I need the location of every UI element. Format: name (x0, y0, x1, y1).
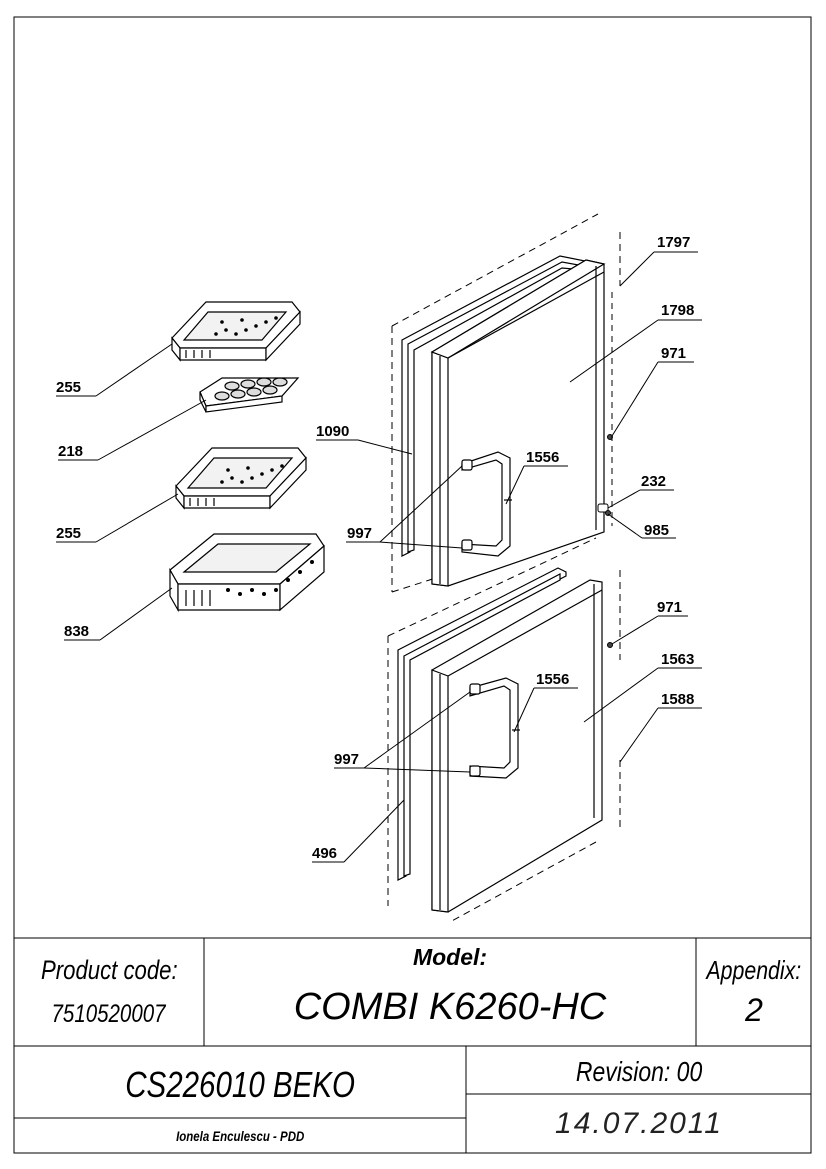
upper-door-hinge-parts (597, 292, 613, 526)
callout-985: 985 (644, 522, 669, 539)
revision: Revision: 00 (575, 1056, 703, 1087)
callout-1090: 1090 (316, 423, 349, 440)
lower-door-hinge-parts (607, 642, 613, 648)
callout-232: 232 (641, 473, 666, 490)
callout-1556-lower: 1556 (536, 671, 569, 688)
model-value: COMBI K6260-HC (293, 985, 607, 1028)
lower-door-handle-1556 (469, 677, 520, 779)
lower-door-outline-dashed (387, 537, 621, 923)
callout-838: 838 (64, 623, 89, 640)
callout-218: 218 (58, 443, 83, 460)
bottle-shelf-838 (169, 533, 325, 613)
callout-496: 496 (312, 845, 337, 862)
drawing-frame (13, 16, 812, 1154)
upper-door-gasket-1090 (401, 255, 591, 557)
upper-door-handle-1556 (461, 451, 512, 557)
appendix-value: 2 (745, 991, 763, 1028)
leader-lines (56, 251, 702, 863)
callout-997-lower: 997 (334, 751, 359, 768)
model-label: Model: (412, 943, 488, 970)
callout-1798: 1798 (661, 302, 694, 319)
appendix-label: Appendix: (706, 954, 802, 985)
callout-1556-upper: 1556 (526, 449, 559, 466)
callout-labels: 1797 1798 971 255 218 1090 1556 232 255 … (56, 234, 694, 862)
lower-door-gasket-496 (397, 567, 567, 881)
callout-255-top: 255 (56, 379, 81, 396)
callout-971-lower: 971 (657, 599, 682, 616)
callout-1797: 1797 (657, 234, 690, 251)
egg-tray-218 (199, 377, 300, 413)
door-shelf-255-top (171, 301, 301, 362)
author: Ionela Enculescu - PDD (175, 1128, 305, 1144)
document-code: CS226010 BEKO (125, 1064, 355, 1105)
callout-255-middle: 255 (56, 525, 81, 542)
door-shelf-255-middle (175, 447, 307, 510)
callout-1563: 1563 (661, 651, 694, 668)
callout-997-upper: 997 (347, 525, 372, 542)
callout-1588: 1588 (661, 691, 694, 708)
callout-971-upper: 971 (661, 345, 686, 362)
date: 14.07.2011 (555, 1107, 723, 1140)
upper-door-panel-1798 (430, 259, 606, 587)
product-code-value: 7510520007 (51, 999, 167, 1028)
product-code-label: Product code: (40, 954, 178, 985)
